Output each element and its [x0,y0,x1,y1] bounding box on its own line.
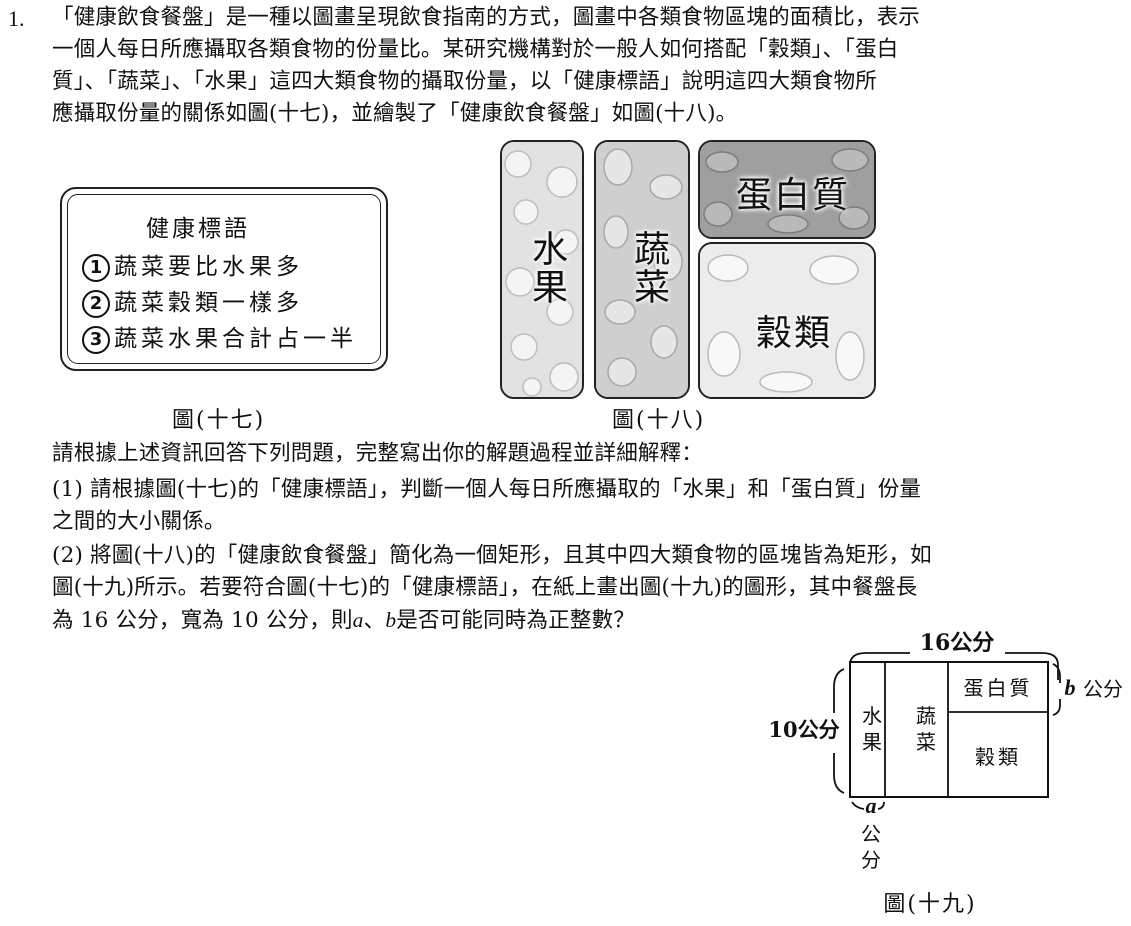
slogan-box-inner-frame [67,194,381,364]
part2-line-2: 圖(十九)所示。若要符合圖(十七)的「健康標語」，在紙上畫出圖(十九)的圖形，其… [52,575,918,600]
rect-label-fruit-1: 水 [862,704,882,728]
a-unit-2: 分 [861,848,881,872]
width-label: 10公分 [768,717,839,742]
slogan-box-outer-frame [60,187,388,371]
figure-19-caption: 圖(十九) [883,892,976,917]
question-part-2: (2) 將圖(十八)的「健康飲食餐盤」簡化為一個矩形，且其中四大類食物的區塊皆為… [52,540,1112,637]
plate-section-vegetable: 蔬菜 [594,140,690,399]
rect-label-protein: 蛋白質 [964,676,1033,700]
length-label: 16公分 [920,630,995,656]
rect-label-veg-1: 蔬 [916,704,936,728]
plate-section-grain: 穀類 [698,242,876,399]
plate-label-protein: 蛋白質 [736,175,851,216]
b-brace-bottom [1052,699,1061,716]
a-brace-left [851,801,865,810]
grain-pattern-icon [700,244,874,397]
part1-line-1: (1) 請根據圖(十七)的「健康標語」，判斷一個人每日所應攝取的「水果」和「蛋白… [52,477,922,502]
figure-17-caption: 圖(十七) [172,408,266,433]
variable-b: b [385,608,397,632]
b-unit: 公分 [1083,677,1123,701]
width-brace-top [833,668,845,713]
plate-section-fruit: 水果 [500,140,584,399]
intro-line-1: 「健康飲食餐盤」是一種以圖畫呈現飲食指南的方式，圖畫中各類食物區塊的面積比，表示 [52,5,921,30]
length-brace-right [1005,652,1059,680]
slogan-text: 蔬菜要比水果多 [114,254,303,280]
plate-label-fruit: 水果 [526,230,567,306]
slogan-title: 健康標語 [146,216,250,242]
circled-number: 2 [82,290,110,318]
part2-line-1: (2) 將圖(十八)的「健康飲食餐盤」簡化為一個矩形，且其中四大類食物的區塊皆為… [52,543,932,568]
rect-label-fruit-2: 果 [862,730,882,754]
intro-line-2: 一個人每日所應攝取各類食物的份量比。某研究機構對於一般人如何搭配「穀類」、「蛋白 [52,37,899,62]
question-intro: 「健康飲食餐盤」是一種以圖畫呈現飲食指南的方式，圖畫中各類食物區塊的面積比，表示… [52,2,1112,130]
fruit-pattern-icon [502,142,582,397]
intro-line-3: 質」、「蔬菜」、「水果」這四大類食物的攝取份量，以「健康標語」說明這四大類食物所 [52,69,878,94]
instruction-text: 請根據上述資訊回答下列問題，完整寫出你的解題過程並詳細解釋： [52,441,704,466]
width-brace-bottom [833,753,845,794]
circled-number: 1 [82,254,110,282]
slogan-text: 蔬菜水果合計占一半 [114,326,357,352]
b-brace-top [1052,663,1061,683]
plate-rectangle [849,661,1049,798]
vegetable-pattern-icon [596,142,688,397]
question-number: 1. [8,6,25,31]
slogan-text: 蔬菜穀類一樣多 [114,290,303,316]
a-unit-1: 公 [861,822,881,846]
plate-label-vegetable: 蔬菜 [628,230,669,306]
question-part-1: (1) 請根據圖(十七)的「健康標語」，判斷一個人每日所應攝取的「水果」和「蛋白… [52,474,1112,538]
intro-line-4: 應攝取份量的關係如圖(十七)，並繪製了「健康飲食餐盤」如圖(十八)。 [52,101,738,126]
a-variable: a [866,793,877,818]
a-brace-right [877,801,885,810]
protein-pattern-icon [700,142,874,237]
part2-line-3: 為 16 公分，寬為 10 公分，則a、b是否可能同時為正整數？ [52,608,635,633]
part1-line-2: 之間的大小關係。 [52,509,226,534]
plate-label-grain: 穀類 [756,313,833,354]
figure-18-caption: 圖(十八) [612,408,706,433]
b-variable: b [1065,675,1076,700]
circled-number: 3 [82,326,110,354]
plate-section-protein: 蛋白質 [698,140,876,239]
rect-label-veg-2: 菜 [916,730,936,754]
figure-19-diagram: 16公分 10公分 水 果 蔬 菜 蛋白質 穀類 b 公分 a 公 分 圖(十九… [768,630,1123,917]
rect-label-grain: 穀類 [975,745,1021,769]
variable-a: a [352,608,364,632]
